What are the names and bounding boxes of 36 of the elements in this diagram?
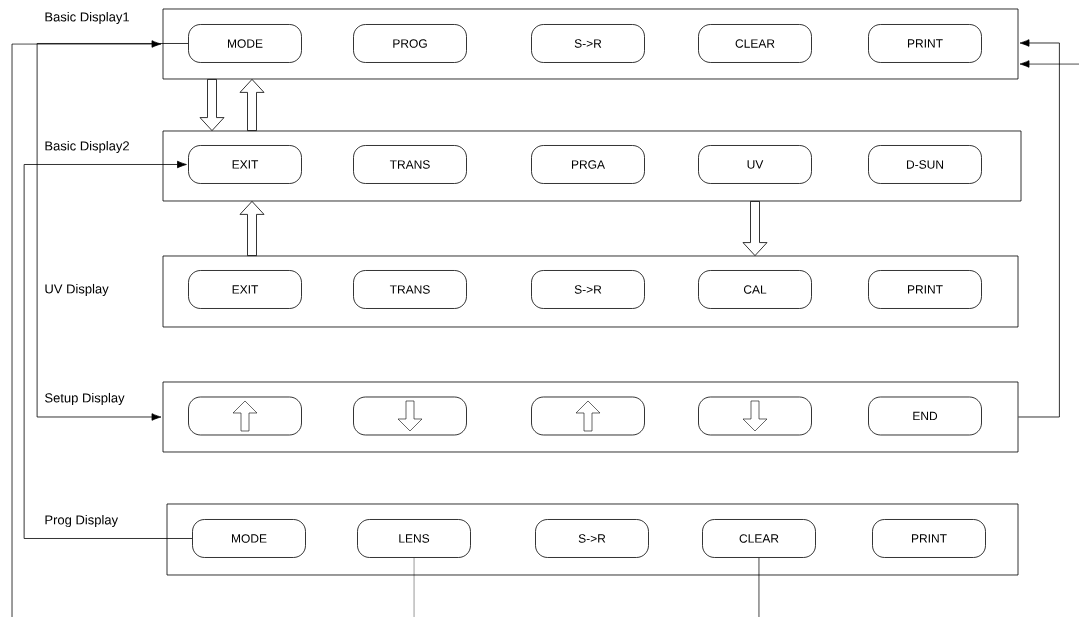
arrow — [1018, 39, 1060, 418]
block-arrow — [199, 79, 225, 131]
arrow — [1019, 60, 1079, 68]
button: PROG — [353, 24, 467, 63]
button: CLEAR — [698, 24, 812, 63]
arrow — [11, 40, 162, 617]
panel-heading: Setup Display — [45, 392, 125, 406]
button: PRINT — [868, 270, 982, 309]
button: MODE — [192, 519, 306, 558]
block-arrow — [742, 201, 768, 256]
block-arrow — [239, 201, 265, 256]
button: UV — [698, 145, 812, 184]
button: PRINT — [872, 519, 986, 558]
button: MODE — [188, 24, 302, 63]
block-arrow — [239, 79, 265, 131]
button: TRANS — [353, 270, 467, 309]
button: CLEAR — [702, 519, 816, 558]
panel-heading: Basic Display2 — [45, 140, 129, 154]
button: S->R — [535, 519, 649, 558]
connector-line — [758, 557, 760, 617]
panel-heading: Prog Display — [45, 514, 119, 528]
button: CAL — [698, 270, 812, 309]
arrow — [23, 160, 193, 539]
button: S->R — [531, 270, 645, 309]
button: S->R — [531, 24, 645, 63]
button: END — [868, 396, 982, 436]
button: PRINT — [868, 24, 982, 63]
panel-heading: UV Display — [45, 283, 109, 297]
button: TRANS — [353, 145, 467, 184]
button: PRGA — [531, 145, 645, 184]
button: LENS — [357, 519, 471, 558]
button: D-SUN — [868, 145, 982, 184]
button: EXIT — [188, 145, 302, 184]
arrow — [36, 43, 189, 421]
button: EXIT — [188, 270, 302, 309]
panel-heading: Basic Display1 — [45, 11, 129, 25]
